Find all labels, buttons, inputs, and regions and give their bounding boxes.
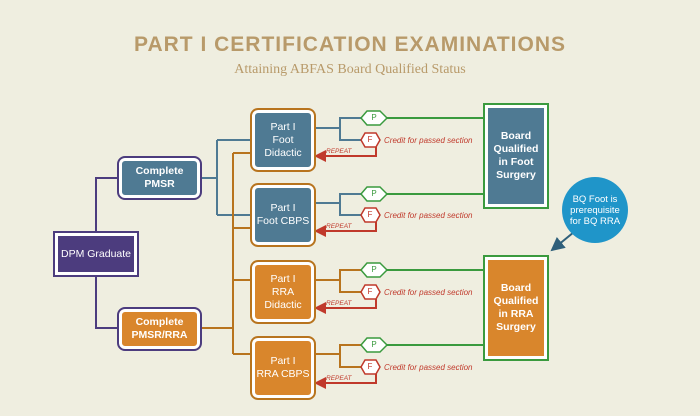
repeat-label: REPEAT [326,148,352,155]
bq-foot-box: Board Qualified in Foot Surgery [483,103,549,209]
repeat-label: REPEAT [326,223,352,230]
line-dpm-pmsr [95,177,118,232]
pass-marker: P [371,113,377,122]
dpm-graduate-box: DPM Graduate [53,231,139,277]
credit-label: Credit for passed section [384,363,473,372]
pass-marker: P [371,265,377,274]
prerequisite-note-circle: BQ Foot is prerequisite for BQ RRA [562,177,628,243]
bq-rra-box: Board Qualified in RRA Surgery [483,255,549,361]
fail-marker: F [367,362,373,371]
foot-cbps-box: Part I Foot CBPS [250,183,316,247]
line-pmsrra-exams [200,152,252,355]
rra-didactic-box: Part I RRA Didactic [250,260,316,324]
foot-didactic-box: Part I Foot Didactic [250,108,316,172]
credit-label: Credit for passed section [384,211,473,220]
line-pmsr-foot [200,139,252,216]
repeat-label: REPEAT [326,375,352,382]
prereq-arrow [550,231,575,252]
pass-marker: P [371,340,377,349]
repeat-label: REPEAT [326,300,352,307]
complete-pmsr-rra-box: Complete PMSR/RRA [117,307,202,351]
fail-marker: F [367,287,373,296]
credit-label: Credit for passed section [384,136,473,145]
page-subtitle: Attaining ABFAS Board Qualified Status [234,62,466,77]
credit-label: Credit for passed section [384,288,473,297]
page-title: PART I CERTIFICATION EXAMINATIONS [134,33,566,56]
complete-pmsr-box: Complete PMSR [117,156,202,200]
pass-marker: P [371,189,377,198]
fail-marker: F [367,135,373,144]
rra-cbps-box: Part I RRA CBPS [250,336,316,400]
fail-marker: F [367,210,373,219]
line-dpm-pmsrra [95,275,118,329]
